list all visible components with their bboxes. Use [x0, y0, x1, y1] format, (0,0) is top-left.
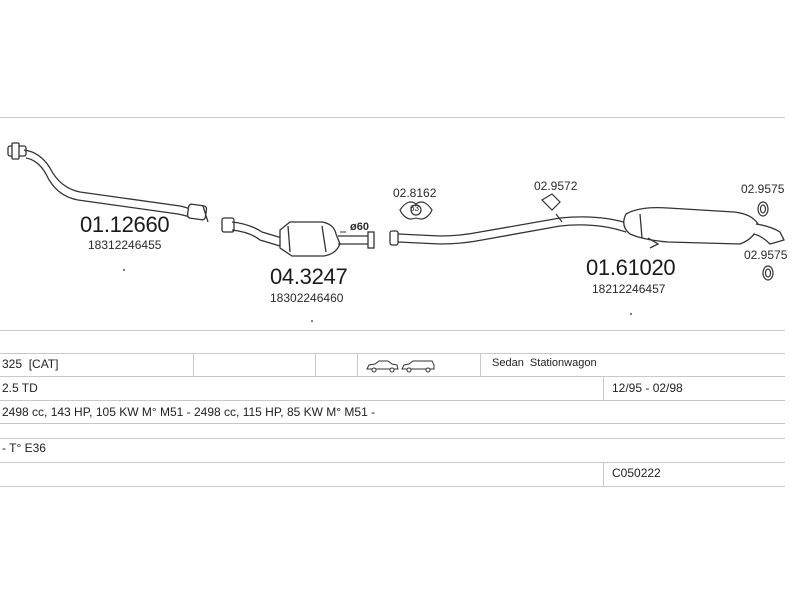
front-pipe-drawing[interactable] [7, 142, 209, 223]
fitting-number-mount-1: 02.8162 [393, 186, 437, 200]
fitting-number-mount-2: 02.9572 [534, 179, 578, 193]
table-col-4 [480, 353, 481, 376]
part-number-rear-silencer: 01.61020 [586, 255, 676, 280]
top-divider [0, 117, 785, 118]
sedan-car-icon [366, 360, 399, 373]
exhaust-diagram [7, 142, 785, 322]
oem-number-rear-silencer: 18212246457 [592, 282, 666, 296]
body-type-icons [366, 359, 436, 378]
fitting-number-ring-1: 02.9575 [741, 182, 785, 196]
part-number-catalytic-converter: 04.3247 [270, 264, 348, 289]
table-line-1 [0, 353, 785, 354]
table-line-4 [0, 423, 785, 424]
code-cell: C050222 [612, 466, 661, 480]
station-wagon-icon [401, 360, 435, 373]
table-line-3 [0, 400, 785, 401]
fitting-badge-mount-1: 63 [410, 204, 419, 213]
table-col-2 [315, 353, 316, 376]
oem-number-front-pipe: 18312246455 [88, 238, 162, 252]
table-col-5 [603, 376, 604, 400]
years-cell: 12/95 - 02/98 [612, 381, 683, 395]
table-line-7 [0, 486, 785, 487]
table-col-6 [603, 462, 604, 486]
part-number-front-pipe: 01.12660 [80, 212, 170, 237]
rear-silencer-drawing[interactable] [389, 206, 785, 249]
body-types-cell: Sedan Stationwagon [492, 357, 597, 369]
mounting-ring-1[interactable] [757, 201, 769, 217]
engine-cell: 2.5 TD [2, 381, 38, 395]
table-line-6 [0, 462, 785, 463]
diameter-label: ø60 [350, 221, 369, 233]
table-col-1 [193, 353, 194, 376]
spec-cell: 2498 cc, 143 HP, 105 KW M° M51 - 2498 cc… [2, 405, 376, 419]
type-cell: - T° E36 [2, 441, 46, 455]
table-line-2 [0, 376, 785, 377]
oem-number-catalytic-converter: 18302246460 [270, 291, 344, 305]
reference-dots [123, 269, 632, 322]
table-line-5 [0, 438, 785, 439]
table-col-3 [357, 353, 358, 376]
rubber-mount-1[interactable] [399, 201, 433, 220]
catalytic-converter-drawing[interactable] [221, 217, 375, 257]
model-cell: 325 [CAT] [2, 357, 59, 371]
rubber-mount-2[interactable] [541, 193, 563, 223]
mounting-ring-2[interactable] [762, 265, 774, 281]
fitting-number-ring-2: 02.9575 [744, 248, 788, 262]
bottom-diagram-divider [0, 330, 785, 331]
